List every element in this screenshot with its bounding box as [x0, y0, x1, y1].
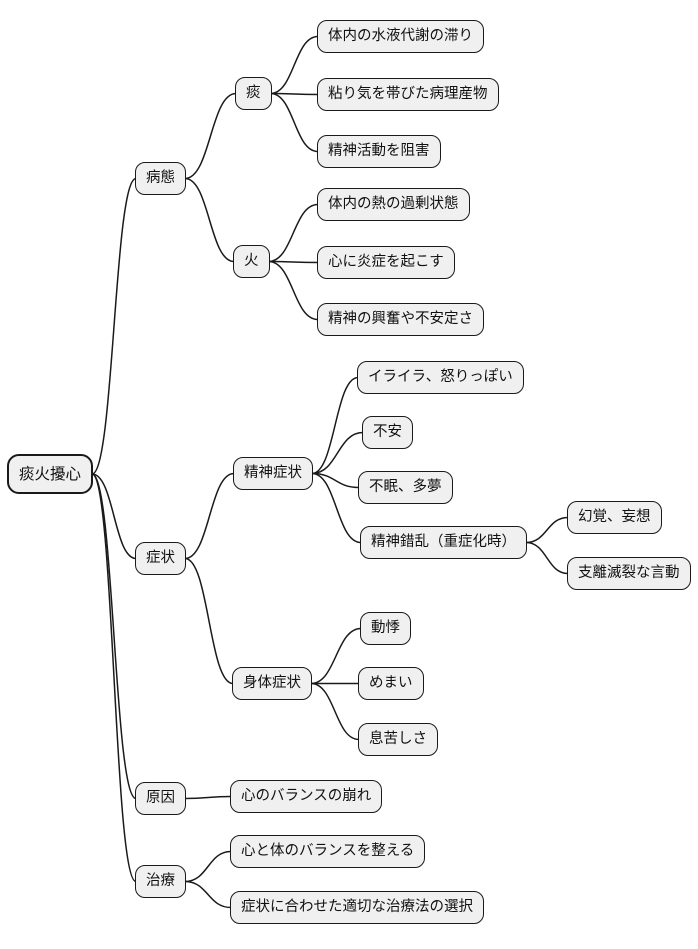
node-leaf-anxiety: 不安 [362, 416, 413, 449]
edge-tan-tan3 [269, 92, 319, 153]
node-leaf-heart-inflammation: 心に炎症を起こす [317, 246, 455, 279]
edge-tan-tan1 [269, 35, 319, 95]
node-symptoms: 症状 [135, 542, 186, 575]
edge-byotai-tan [184, 92, 237, 180]
node-root: 痰火擾心 [7, 454, 94, 494]
node-pathology: 病態 [135, 162, 186, 195]
edge-sei4-sak1 [525, 516, 569, 544]
node-mental-symptoms: 精神症状 [233, 457, 313, 490]
edge-sei4-sak2 [525, 541, 569, 575]
edge-shintai-shin1 [310, 627, 362, 685]
node-leaf-water-metabolism: 体内の水液代謝の滞り [317, 20, 484, 53]
node-leaf-heart-balance-loss: 心のバランスの崩れ [230, 780, 383, 813]
node-mental-derangement: 精神錯乱（重症化時） [360, 526, 527, 559]
edge-seishin-sei1 [311, 376, 359, 475]
edge-genin-gen1 [184, 795, 232, 800]
edge-hi-hi2 [267, 260, 319, 264]
edge-hi-hi1 [267, 203, 319, 263]
edge-seishin-sei2 [311, 431, 364, 475]
edge-hi-hi3 [267, 260, 319, 321]
node-leaf-excess-heat: 体内の熱の過剰状態 [317, 188, 470, 221]
node-leaf-sticky-pathological-product: 粘り気を帯びた病理産物 [317, 78, 499, 111]
node-fire: 火 [233, 245, 270, 278]
node-cause: 原因 [135, 782, 186, 815]
node-leaf-dizziness: めまい [358, 667, 424, 700]
edge-shintai-shin3 [310, 682, 360, 741]
node-leaf-hallucinations-delusions: 幻覚、妄想 [567, 501, 662, 534]
edge-shojo-shintai [184, 557, 234, 685]
edge-chiryo-chi2 [184, 880, 232, 909]
node-leaf-palpitations: 動悸 [360, 612, 411, 645]
edge-shojo-seishin [184, 472, 235, 560]
node-leaf-breathlessness: 息苦しさ [358, 723, 438, 756]
node-treatment: 治療 [135, 865, 186, 898]
edge-byotai-hi [184, 177, 235, 263]
node-leaf-treatment-selection: 症状に合わせた適切な治療法の選択 [230, 891, 484, 924]
edge-tan-tan2 [269, 92, 319, 96]
edge-root-genin [91, 473, 137, 800]
node-leaf-insomnia-dreams: 不眠、多夢 [358, 471, 453, 504]
node-leaf-irritability: イライラ、怒りっぽい [357, 361, 524, 394]
edge-seishin-sei4 [311, 472, 362, 544]
node-leaf-excitement-instability: 精神の興奮や不安定さ [317, 303, 484, 336]
node-physical-symptoms: 身体症状 [232, 667, 312, 700]
edge-chiryo-chi1 [184, 850, 232, 883]
node-leaf-inhibits-mental-activity: 精神活動を阻害 [317, 135, 441, 168]
edge-root-byotai [91, 177, 137, 475]
edge-root-chiryo [91, 473, 137, 883]
node-leaf-incoherent-speech: 支離滅裂な言動 [567, 557, 691, 590]
node-leaf-balance-mind-body: 心と体のバランスを整える [230, 835, 426, 868]
node-phlegm: 痰 [235, 77, 272, 110]
edge-root-shojo [91, 473, 137, 560]
